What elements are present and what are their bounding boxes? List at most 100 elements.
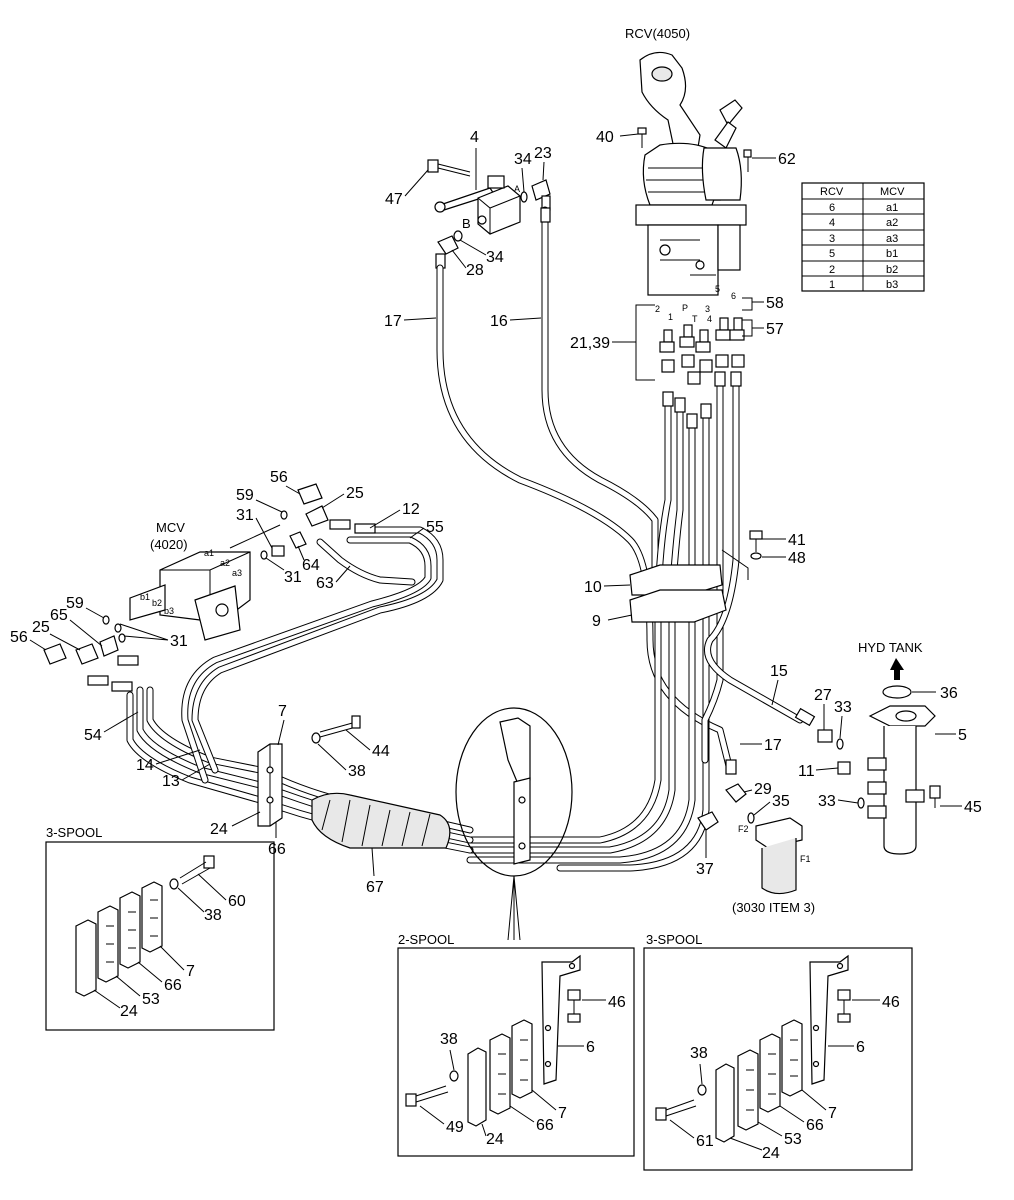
svg-text:a1: a1 [886,202,898,214]
svg-text:34: 34 [514,151,532,168]
svg-text:10: 10 [584,579,602,596]
svg-text:14: 14 [136,757,154,774]
hose-clamp-center: 7 44 38 24 66 67 [210,703,451,896]
svg-text:24: 24 [486,1131,504,1148]
svg-text:66: 66 [536,1117,554,1134]
svg-text:47: 47 [385,191,403,208]
svg-text:27: 27 [814,687,832,704]
svg-text:a1: a1 [204,548,214,558]
mcv-lower-fittings: 59 65 25 56 31 54 14 13 [10,595,211,790]
up-arrow-icon [890,658,904,680]
clamp-assembly-10-9: 10 9 41 48 [584,530,806,630]
svg-text:31: 31 [236,507,254,524]
svg-text:57: 57 [766,321,784,338]
svg-text:11: 11 [798,763,815,780]
svg-text:7: 7 [278,703,287,720]
svg-text:2: 2 [829,264,835,276]
rcv-title: RCV(4050) [625,26,690,41]
svg-text:7: 7 [186,963,195,980]
svg-text:a2: a2 [220,558,230,568]
svg-text:58: 58 [766,295,784,312]
svg-text:a2: a2 [886,217,898,229]
svg-text:b1: b1 [140,592,150,602]
svg-text:64: 64 [302,557,320,574]
svg-text:62: 62 [778,151,796,168]
svg-text:31: 31 [170,633,188,650]
svg-text:4: 4 [707,314,712,324]
svg-text:48: 48 [788,550,806,567]
svg-text:17: 17 [764,737,782,754]
svg-text:A: A [514,184,520,194]
svg-text:37: 37 [696,861,714,878]
inset-right-3-spool: 3-SPOOL 46 38 6 7 66 53 61 24 [643,932,913,1171]
svg-text:59: 59 [236,487,254,504]
svg-text:45: 45 [964,799,982,816]
svg-text:b2: b2 [886,264,898,276]
svg-text:1: 1 [668,312,673,322]
svg-text:53: 53 [142,991,160,1008]
svg-text:36: 36 [940,685,958,702]
inset-left-3-spool: 3-SPOOL 60 38 7 66 53 24 [45,825,275,1031]
svg-text:16: 16 [490,313,508,330]
svg-text:38: 38 [204,907,222,924]
svg-text:33: 33 [834,699,852,716]
svg-text:67: 67 [366,879,384,896]
svg-text:65: 65 [50,607,68,624]
svg-text:54: 54 [84,727,102,744]
svg-text:3: 3 [829,233,835,245]
svg-text:6: 6 [731,291,736,301]
svg-text:9: 9 [592,613,601,630]
svg-text:24: 24 [120,1003,138,1020]
rcv-port-fittings: 2 P 3 1 T 4 5 6 21,39 [570,129,796,385]
svg-text:55: 55 [426,519,444,536]
svg-text:24: 24 [762,1145,780,1162]
inset-middle-2-spool: 2-SPOOL 46 38 6 7 66 49 24 [397,932,635,1157]
svg-text:6: 6 [586,1039,595,1056]
svg-text:7: 7 [558,1105,567,1122]
filter-assembly: 29 35 F2 37 F1 (3030 ITEM 3) [696,781,815,915]
svg-text:44: 44 [372,743,390,760]
svg-text:38: 38 [690,1045,708,1062]
svg-text:15: 15 [770,663,788,680]
svg-text:a3: a3 [232,568,242,578]
svg-text:(3030 ITEM 3): (3030 ITEM 3) [732,900,815,915]
svg-text:66: 66 [806,1117,824,1134]
svg-text:66: 66 [268,841,286,858]
svg-text:25: 25 [346,485,364,502]
svg-text:6: 6 [856,1039,865,1056]
svg-text:5: 5 [958,727,967,744]
svg-text:B: B [462,216,471,231]
svg-text:b3: b3 [886,279,898,291]
svg-text:38: 38 [440,1031,458,1048]
svg-text:46: 46 [608,994,626,1011]
svg-text:33: 33 [818,793,836,810]
svg-text:b3: b3 [164,606,174,616]
svg-text:1: 1 [829,279,835,291]
lever-valve-assembly: 4 47 A B 34 23 28 34 [385,129,552,279]
svg-text:28: 28 [466,262,484,279]
svg-text:MCV: MCV [156,520,185,535]
table-header-rcv: RCV [820,186,844,198]
svg-text:17: 17 [384,313,402,330]
svg-text:63: 63 [316,575,334,592]
svg-text:56: 56 [10,629,28,646]
svg-text:60: 60 [228,893,246,910]
svg-text:29: 29 [754,781,772,798]
svg-text:5: 5 [715,284,720,294]
svg-text:4: 4 [829,217,835,229]
svg-text:46: 46 [882,994,900,1011]
callout-21-39: 21,39 [570,335,610,352]
svg-text:24: 24 [210,821,228,838]
svg-text:5: 5 [829,248,835,260]
svg-text:59: 59 [66,595,84,612]
svg-text:(4020): (4020) [150,537,188,552]
svg-text:4: 4 [470,129,479,146]
svg-text:2: 2 [655,304,660,314]
svg-text:6: 6 [829,202,835,214]
table-header-mcv: MCV [880,186,905,198]
rcv-assembly: RCV(4050) [625,26,752,296]
tank-return-block: HYD TANK 36 5 45 27 33 11 33 [798,640,982,855]
svg-text:41: 41 [788,532,806,549]
